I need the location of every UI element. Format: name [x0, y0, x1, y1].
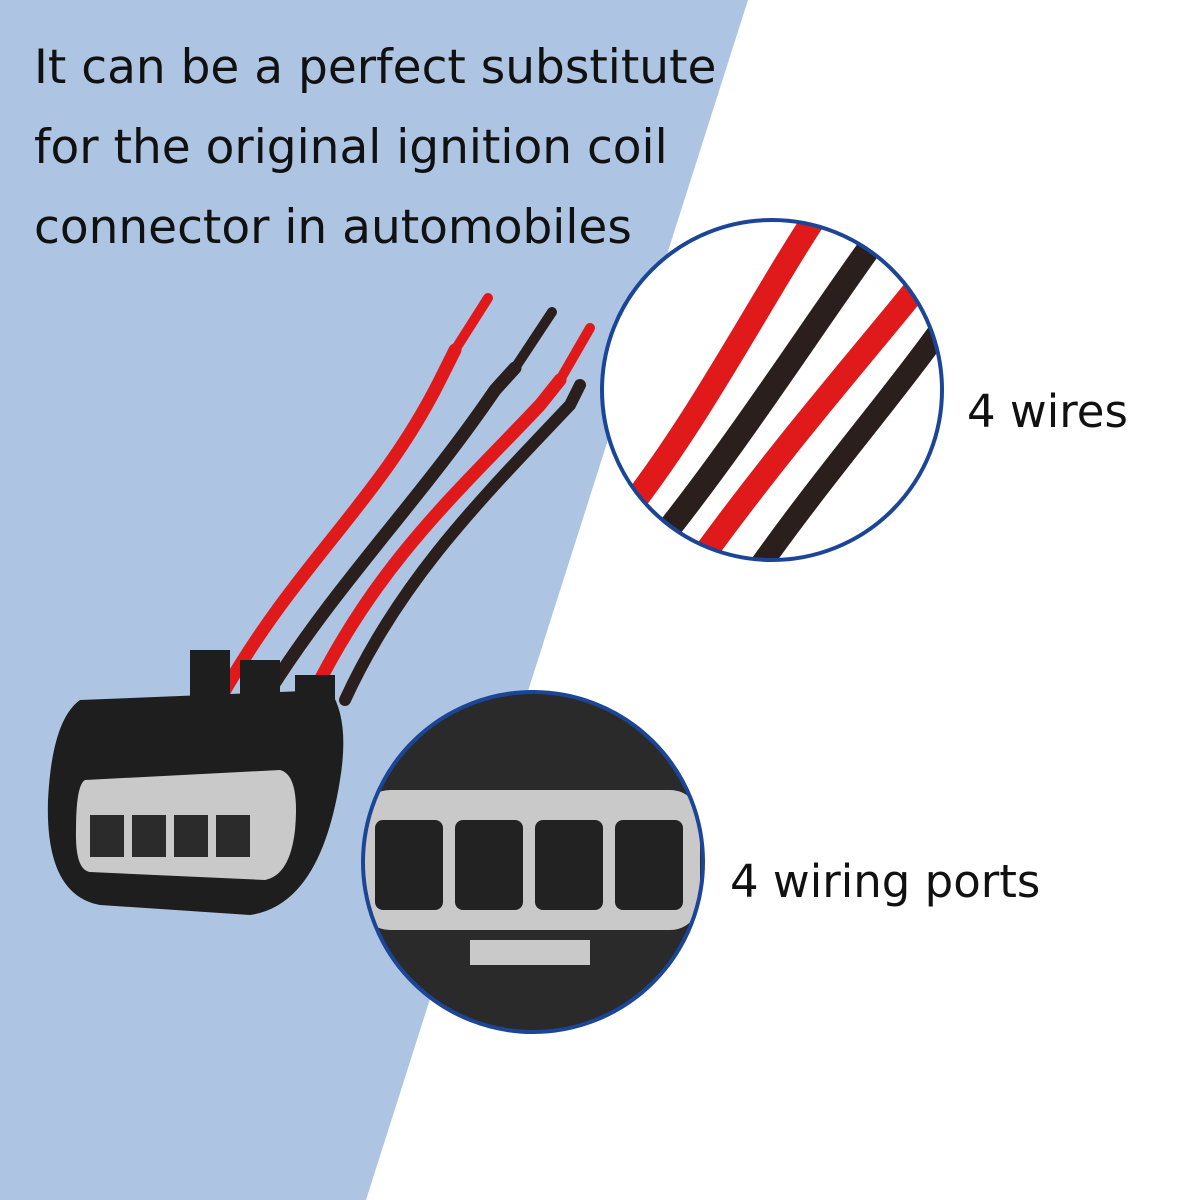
- headline-line-1: It can be a perfect substitute: [34, 40, 717, 95]
- wires-zoom-circle: [600, 218, 944, 562]
- headline-line-3: connector in automobiles: [34, 200, 632, 255]
- ports-callout: 4 wiring ports: [730, 855, 1041, 908]
- connector: [47, 650, 344, 915]
- wire-harness: [218, 293, 595, 706]
- headline-line-2: for the original ignition coil: [34, 120, 668, 175]
- ports-zoom-circle: [361, 690, 705, 1034]
- headline: It can be a perfect substitute for the o…: [34, 28, 716, 268]
- wires-callout: 4 wires: [967, 385, 1128, 438]
